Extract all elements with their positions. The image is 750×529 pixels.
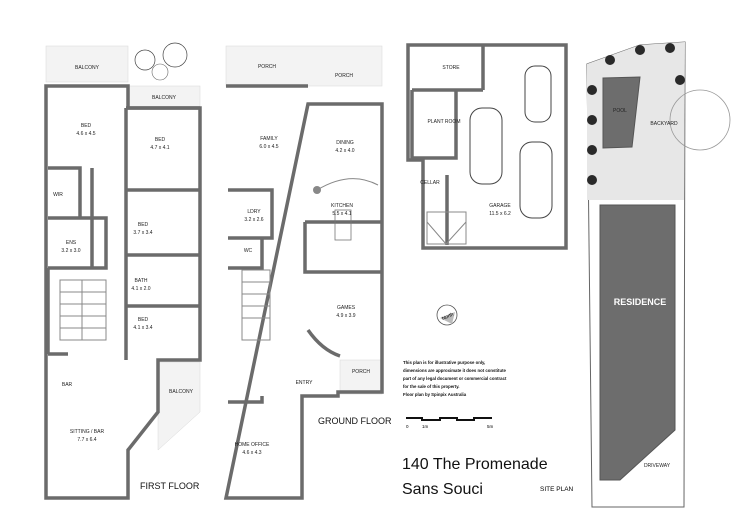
room-dimensions: 4.2 x 4.0 [335,148,354,154]
disclaimer-line: dimensions are approximate it does not c… [403,368,507,373]
north-label: North [441,311,455,322]
garden-shrubs [134,42,188,81]
room-label: LDRY [247,209,261,215]
room-label: BED [81,123,92,129]
scale-bar: 0 1m 5m [406,417,494,429]
basement-plan [406,43,568,250]
room-label: HOME OFFICE [235,442,270,448]
balcony-area [45,45,129,83]
room-label: BED [138,317,149,323]
room-label: BED [155,137,166,143]
ground-floor-plan [223,45,384,500]
disclaimer-line: for the sale of this property. [403,384,460,389]
room-dimensions: 11.5 x 6.2 [489,211,511,217]
room-dimensions: 3.2 x 3.0 [61,248,80,254]
room-dimensions: 6.0 x 4.5 [259,144,278,150]
address-line-1: 140 The Promenade [402,456,548,473]
room-dimensions: 4.7 x 4.1 [150,145,169,151]
tree-icon [669,89,731,151]
address-line-2: Sans Souci [402,481,483,498]
room-dimensions: 4.9 x 3.9 [336,313,355,319]
room-label: BALCONY [75,65,100,71]
pool [602,76,641,149]
room-label: STORE [442,65,460,71]
room-label: PORCH [258,64,276,70]
room-dimensions: 7.7 x 6.4 [77,437,96,443]
room-label: FAMILY [260,136,278,142]
room-label: BATH [135,278,148,284]
car-icon [469,65,553,219]
room-label: ENS [66,240,77,246]
room-label: PORCH [352,369,370,375]
palm-icons [587,43,685,185]
room-dimensions: 3.2 x 2.6 [244,217,263,223]
room-dimensions: 4.6 x 4.3 [242,450,261,456]
first-floor-plan [44,42,202,500]
site-label: DRIVEWAY [644,463,671,469]
scale-label: 1m [422,424,429,429]
room-dimensions: 3.7 x 3.4 [133,230,152,236]
room-label: SITTING / BAR [70,429,105,435]
room-label: CELLAR [420,180,440,186]
scale-label: 0 [406,424,409,429]
room-label: GAMES [337,305,356,311]
disclaimer-line: This plan is for illustrative purpose on… [403,360,485,365]
room-dimensions: 4.1 x 2.0 [131,286,150,292]
ground-floor-title: GROUND FLOOR [318,416,392,426]
room-label: BALCONY [152,95,177,101]
room-label: BALCONY [169,389,194,395]
room-label: WIR [53,192,63,198]
room-label: DINING [336,140,354,146]
disclaimer-line: Floor plan by Spinpix Australia [403,392,467,397]
room-label: GARAGE [489,203,511,209]
site-label: RESIDENCE [614,297,667,307]
disclaimer-line: part of any legal document or commercial… [403,376,507,381]
room-dimensions: 4.6 x 4.5 [76,131,95,137]
room-label: BED [138,222,149,228]
site-plan [586,41,731,508]
porch-area [225,45,383,87]
room-label: WC [244,248,253,254]
porch-area [339,359,383,395]
room-dimensions: 5.5 x 4.1 [332,211,351,217]
residence-footprint [599,204,676,481]
site-label: POOL [613,108,627,114]
kitchen-island [334,209,352,241]
room-label: KITCHEN [331,203,353,209]
first-floor-title: FIRST FLOOR [140,481,200,491]
balcony-area [157,361,201,451]
room-dimensions: 4.1 x 3.4 [133,325,152,331]
scale-label: 5m [487,424,494,429]
disclaimer: This plan is for illustrative purpose on… [403,360,507,397]
site-plan-title: SITE PLAN [540,486,574,493]
north-arrow-icon: North [436,304,458,326]
room-label: ENTRY [296,380,314,386]
site-label: BACKYARD [650,121,678,127]
room-label: PLANT ROOM [428,119,461,125]
room-label: PORCH [335,73,353,79]
room-label: BAR [62,382,73,388]
